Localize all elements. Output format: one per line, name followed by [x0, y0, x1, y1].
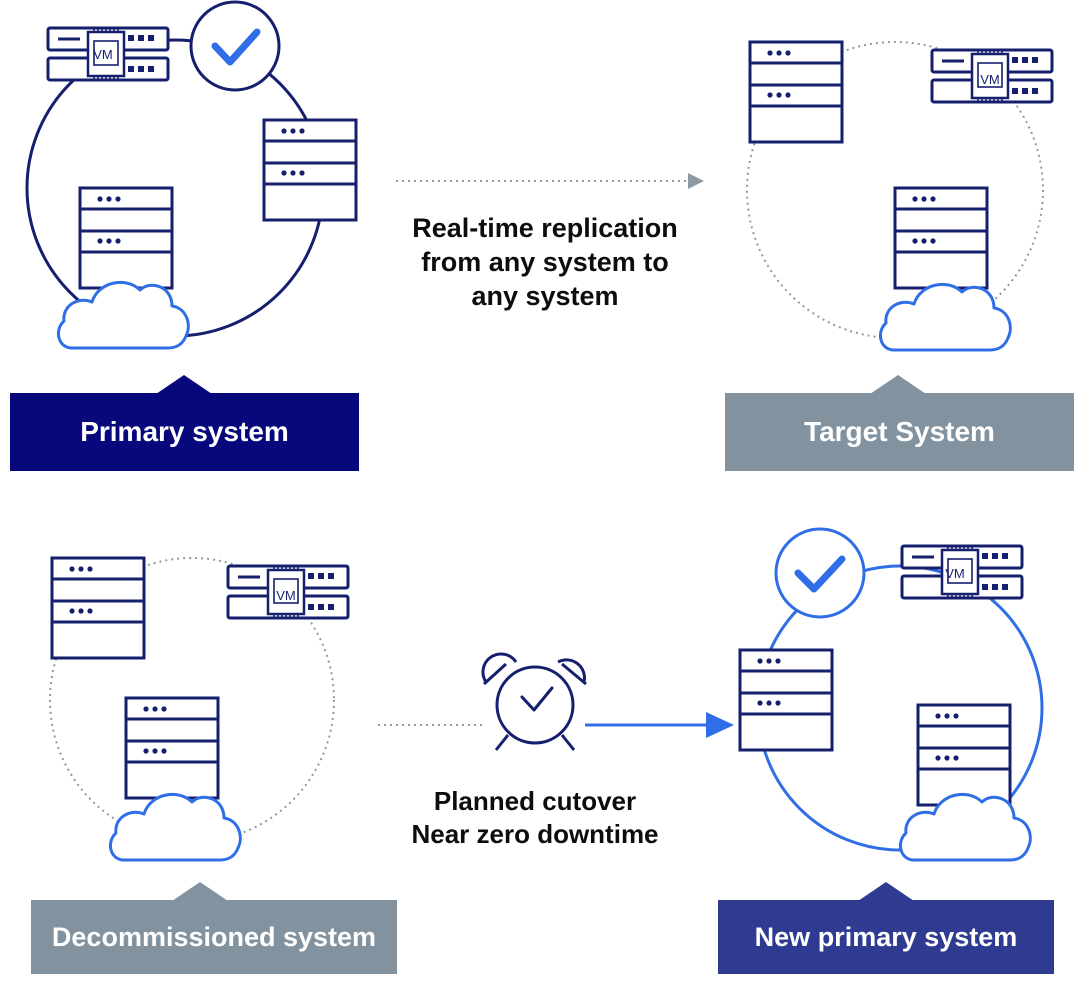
vm-chip-label: VM [276, 588, 296, 603]
target-system-group: VM [746, 40, 1054, 352]
decommissioned-system-group: VM [49, 556, 350, 862]
arrow-head-icon [706, 712, 734, 738]
replication-caption: Real-time replication from any system to… [370, 211, 720, 313]
cloud-icon [878, 282, 1012, 352]
vm-chip-label: VM [980, 72, 1000, 87]
new-primary-label-pointer [858, 882, 914, 901]
checkmark-icon [191, 2, 279, 90]
primary-label-pointer [156, 375, 212, 394]
replication-caption-line: Real-time replication [412, 213, 678, 243]
decommissioned-label-bg [31, 900, 397, 974]
server-rack-icon [262, 118, 358, 222]
arrow-head-icon [688, 173, 704, 189]
decommissioned-system-label-text: Decommissioned system [51, 921, 377, 952]
vm-chip-label: VM [945, 566, 965, 581]
cutover-caption-line: Near zero downtime [411, 819, 659, 849]
cloud-icon [56, 280, 190, 350]
decommissioned-label-pointer [172, 882, 228, 901]
target-label-bg [725, 393, 1074, 471]
new-primary-system-label: New primary system [718, 900, 1054, 974]
server-rack-icon [50, 556, 146, 660]
cutover-caption: Planned cutover Near zero downtime [370, 785, 700, 851]
server-rack-icon [893, 186, 989, 290]
server-rack-icon [748, 40, 844, 144]
target-system-label: Target System [725, 393, 1074, 471]
alarm-clock-icon [481, 652, 587, 751]
cutover-caption-line: Planned cutover [433, 786, 637, 816]
new-primary-system-label-text: New primary system [754, 921, 1018, 952]
server-rack-icon [78, 186, 174, 290]
target-ring [746, 41, 1044, 339]
replication-caption-line: from any system to [421, 247, 669, 277]
server-rack-icon [738, 648, 834, 752]
cutover-connector [378, 652, 734, 751]
checkmark-icon [774, 527, 866, 619]
server-rack-icon [124, 696, 220, 800]
new-primary-system-group: VM [738, 527, 1044, 862]
new-primary-label-bg [718, 900, 1054, 974]
replication-caption-line: any system [471, 281, 619, 311]
primary-system-label: Primary system [10, 393, 359, 471]
cloud-icon [108, 792, 242, 862]
primary-system-group: VM [25, 2, 358, 350]
replication-arrow [396, 173, 704, 189]
server-rack-icon [916, 703, 1012, 807]
primary-label-bg [10, 393, 359, 471]
vm-chip-label: VM [93, 47, 113, 62]
target-label-pointer [870, 375, 926, 394]
primary-system-label-text: Primary system [80, 416, 289, 447]
target-system-label-text: Target System [804, 416, 995, 447]
decommissioned-system-label: Decommissioned system [31, 900, 397, 974]
